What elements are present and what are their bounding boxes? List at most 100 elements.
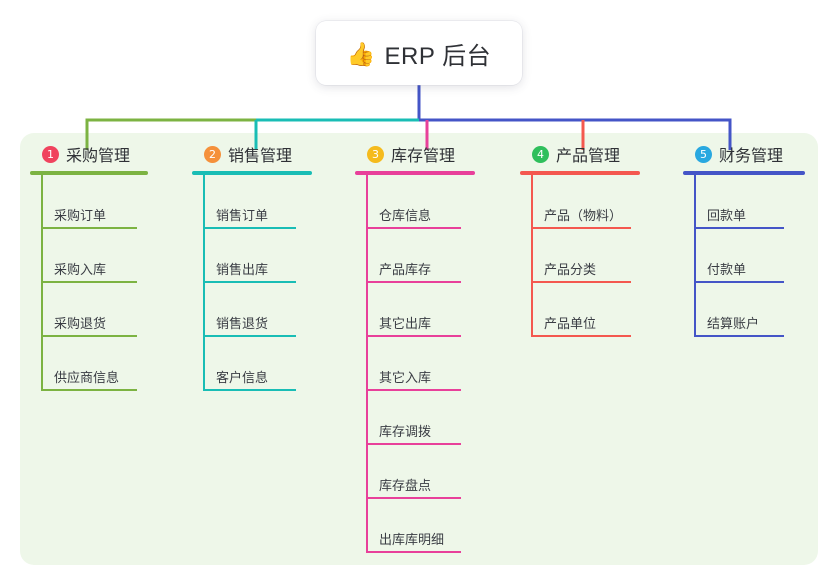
branch-item[interactable]: 采购入库 <box>30 229 148 283</box>
branch-column-3: 3 库存管理仓库信息产品库存其它出库其它入库库存调拨库存盘点出库库明细 <box>355 142 475 553</box>
branch-item-underline <box>694 281 784 283</box>
branch-item-underline <box>203 227 296 229</box>
branch-item[interactable]: 产品库存 <box>355 229 475 283</box>
branch-spine-4 <box>531 175 533 337</box>
branch-item-label: 仓库信息 <box>379 208 432 223</box>
branch-item[interactable]: 销售退货 <box>192 283 312 337</box>
branch-item-label: 产品单位 <box>544 316 597 331</box>
branch-item[interactable]: 仓库信息 <box>355 175 475 229</box>
branch-item[interactable]: 库存调拨 <box>355 391 475 445</box>
branch-spine-3 <box>366 175 368 553</box>
branch-badge-4: 4 <box>532 145 549 163</box>
branch-item[interactable]: 销售出库 <box>192 229 312 283</box>
branch-badge-5: 5 <box>695 145 712 163</box>
branch-item[interactable]: 产品（物料） <box>520 175 640 229</box>
branch-item[interactable]: 产品分类 <box>520 229 640 283</box>
branch-item-label: 采购入库 <box>54 262 107 277</box>
branch-item[interactable]: 采购订单 <box>30 175 148 229</box>
branch-item-underline <box>366 281 461 283</box>
branch-item-underline <box>366 227 461 229</box>
branch-item[interactable]: 付款单 <box>683 229 805 283</box>
branch-header-1[interactable]: 1 采购管理 <box>30 142 148 166</box>
branch-underline-2 <box>192 171 312 175</box>
branch-item[interactable]: 结算账户 <box>683 283 805 337</box>
branch-item-underline <box>694 335 784 337</box>
branch-item-underline <box>203 335 296 337</box>
branch-item[interactable]: 销售订单 <box>192 175 312 229</box>
root-node[interactable]: 👍 ERP 后台 <box>316 21 522 85</box>
branch-badge-3: 3 <box>367 145 384 163</box>
branch-column-1: 1 采购管理采购订单采购入库采购退货供应商信息 <box>30 142 148 391</box>
branch-item-label: 产品（物料） <box>544 208 623 223</box>
branch-underline-1 <box>30 171 148 175</box>
branch-column-4: 4 产品管理产品（物料） 产品分类产品单位 <box>520 142 640 337</box>
branch-item[interactable]: 其它出库 <box>355 283 475 337</box>
branch-item-label: 销售订单 <box>216 208 269 223</box>
branch-item-underline <box>41 389 137 391</box>
branch-badge-1: 1 <box>42 145 59 163</box>
branch-item-underline <box>41 227 137 229</box>
branch-item-underline <box>41 335 137 337</box>
branch-item-list-3: 仓库信息产品库存其它出库其它入库库存调拨库存盘点出库库明细 <box>355 175 475 553</box>
branch-underline-3 <box>355 171 475 175</box>
branch-item-underline <box>203 389 296 391</box>
branch-item-label: 产品库存 <box>379 262 432 277</box>
branch-item[interactable]: 产品单位 <box>520 283 640 337</box>
branch-header-4[interactable]: 4 产品管理 <box>520 142 640 166</box>
branch-column-5: 5 财务管理回款单付款单结算账户 <box>683 142 805 337</box>
branch-item-label: 库存调拨 <box>379 424 432 439</box>
branch-item[interactable]: 其它入库 <box>355 337 475 391</box>
branch-badge-2: 2 <box>204 145 221 163</box>
branch-item-underline <box>531 227 631 229</box>
branch-item-label: 采购退货 <box>54 316 107 331</box>
branch-item-label: 出库库明细 <box>379 532 445 547</box>
thumbs-up-icon: 👍 <box>346 40 376 67</box>
branch-column-2: 2 销售管理销售订单销售出库销售退货客户信息 <box>192 142 312 391</box>
branch-item-label: 其它入库 <box>379 370 432 385</box>
branch-title-4: 产品管理 <box>556 148 621 165</box>
branch-item[interactable]: 回款单 <box>683 175 805 229</box>
branch-item-underline <box>203 281 296 283</box>
branch-item-label: 其它出库 <box>379 316 432 331</box>
branch-title-5: 财务管理 <box>719 148 784 165</box>
branch-item-list-5: 回款单付款单结算账户 <box>683 175 805 337</box>
branch-item-label: 采购订单 <box>54 208 107 223</box>
branch-item-label: 付款单 <box>707 262 747 277</box>
branch-spine-1 <box>41 175 43 391</box>
branch-item-label: 结算账户 <box>707 316 760 331</box>
branch-title-3: 库存管理 <box>391 148 456 165</box>
branch-item-label: 销售退货 <box>216 316 269 331</box>
branch-item-underline <box>41 281 137 283</box>
branch-item[interactable]: 采购退货 <box>30 283 148 337</box>
branch-header-5[interactable]: 5 财务管理 <box>683 142 805 166</box>
branch-item-label: 客户信息 <box>216 370 269 385</box>
branch-item-underline <box>531 281 631 283</box>
branch-item[interactable]: 客户信息 <box>192 337 312 391</box>
root-title: ERP 后台 <box>384 42 492 70</box>
branch-item-list-1: 采购订单采购入库采购退货供应商信息 <box>30 175 148 391</box>
branch-item-label: 销售出库 <box>216 262 269 277</box>
branch-title-1: 采购管理 <box>66 148 131 165</box>
branch-item-label: 产品分类 <box>544 262 597 277</box>
branch-item-label: 回款单 <box>707 208 747 223</box>
branch-item[interactable]: 库存盘点 <box>355 445 475 499</box>
branch-item-underline <box>366 551 461 553</box>
branch-item[interactable]: 供应商信息 <box>30 337 148 391</box>
branch-item-underline <box>366 335 461 337</box>
branch-item-list-2: 销售订单销售出库销售退货客户信息 <box>192 175 312 391</box>
branch-item-label: 供应商信息 <box>54 370 120 385</box>
branch-underline-5 <box>683 171 805 175</box>
branch-item-underline <box>366 389 461 391</box>
branch-item-list-4: 产品（物料） 产品分类产品单位 <box>520 175 640 337</box>
branch-header-3[interactable]: 3 库存管理 <box>355 142 475 166</box>
branch-item-underline <box>366 497 461 499</box>
branch-title-2: 销售管理 <box>228 148 293 165</box>
branch-item[interactable]: 出库库明细 <box>355 499 475 553</box>
branch-underline-4 <box>520 171 640 175</box>
branch-item-label: 库存盘点 <box>379 478 432 493</box>
branch-item-underline <box>694 227 784 229</box>
branch-spine-2 <box>203 175 205 391</box>
branch-header-2[interactable]: 2 销售管理 <box>192 142 312 166</box>
branch-spine-5 <box>694 175 696 337</box>
